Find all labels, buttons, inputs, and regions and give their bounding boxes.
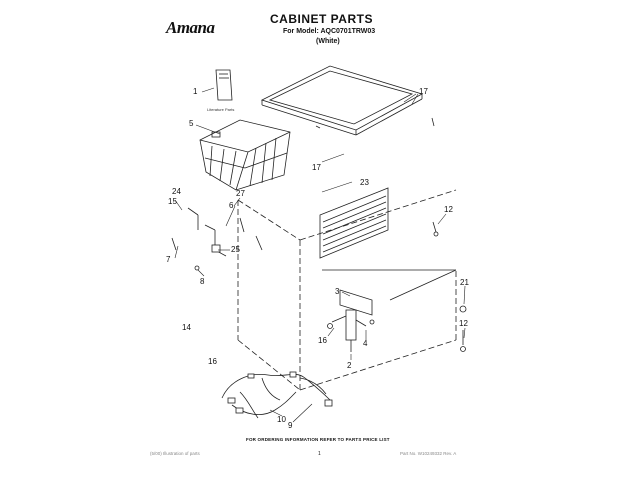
callout-4: 4	[363, 339, 368, 348]
callout-6: 6	[229, 201, 234, 210]
cabinet-outline	[237, 189, 457, 391]
leader-lines	[174, 87, 466, 423]
callout-12-lower: 12	[459, 319, 468, 328]
page-number: 1	[318, 451, 321, 457]
ordering-note: FOR ORDERING INFORMATION REFER TO PARTS …	[246, 437, 390, 442]
callout-24: 24	[172, 187, 181, 196]
callout-16-thermo: 16	[318, 336, 327, 345]
callout-17-top: 17	[419, 87, 428, 96]
hinge-assembly	[171, 207, 263, 271]
callout-8: 8	[200, 277, 205, 286]
callout-7: 7	[166, 255, 171, 264]
callout-5: 5	[189, 119, 194, 128]
callout-14: 14	[182, 323, 191, 332]
callout-9: 9	[288, 421, 293, 430]
drain-plug-parts	[432, 221, 467, 352]
lid-gasket	[260, 65, 424, 136]
brand-logo: Amana	[166, 18, 215, 37]
footer-left-text: (5/00) Illustration of parts	[150, 451, 200, 456]
callout-2: 2	[347, 361, 352, 370]
literature-parts-booklet	[215, 69, 233, 101]
thermostat-assembly	[327, 289, 375, 352]
callout-10: 10	[277, 415, 286, 424]
callout-17-mid: 17	[312, 163, 321, 172]
callout-25: 25	[231, 245, 240, 254]
footer-part-number: Part No. W10249332 Rev. A	[400, 451, 457, 456]
wiring-harness	[221, 371, 333, 419]
callout-21: 21	[460, 278, 469, 287]
callout-12-upper: 12	[444, 205, 453, 214]
callout-16-harness: 16	[208, 357, 217, 366]
callout-1: 1	[193, 87, 198, 96]
model-line: For Model: AQC0701TRW03	[283, 28, 376, 35]
page-title: CABINET PARTS	[270, 12, 373, 26]
storage-basket	[199, 119, 291, 191]
color-line: (White)	[316, 38, 340, 45]
callout-27: 27	[236, 189, 245, 198]
literature-parts-label: Literature Parts	[207, 107, 234, 112]
callout-3: 3	[335, 287, 340, 296]
callout-15: 15	[168, 197, 177, 206]
callout-23: 23	[360, 178, 369, 187]
